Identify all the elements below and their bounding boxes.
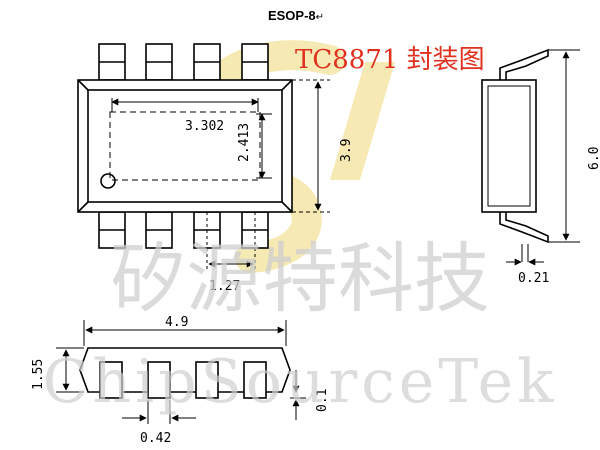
front-pin-4 xyxy=(243,361,267,399)
dim-body-width: 3.302 xyxy=(185,119,224,134)
watermark-english: ChipSourceTek xyxy=(42,347,557,417)
package-body-inner xyxy=(87,89,283,203)
dim-package-height: 1.55 xyxy=(31,359,46,390)
pin1-marker xyxy=(100,173,116,189)
dim-total-width: 6.0 xyxy=(587,147,600,170)
watermark-chinese: 矽源特科技 xyxy=(110,234,490,323)
front-pin-3 xyxy=(195,361,219,399)
side-body xyxy=(481,79,537,213)
front-body xyxy=(79,347,291,393)
dim-pitch: 1.27 xyxy=(209,279,240,294)
dim-pad-height: 2.413 xyxy=(237,123,252,162)
dim-lead-thickness: 0.21 xyxy=(518,271,549,286)
front-view xyxy=(56,320,306,424)
dim-body-height: 3.9 xyxy=(339,139,354,162)
front-pin-1 xyxy=(99,361,123,399)
top-view xyxy=(77,43,330,272)
package-title: ESOP-8↵ xyxy=(268,8,324,23)
dim-length: 4.9 xyxy=(165,315,188,330)
side-view xyxy=(481,48,580,266)
dim-standoff: 0.1 xyxy=(315,389,330,412)
front-pin-2 xyxy=(147,361,171,399)
dim-lead-width: 0.42 xyxy=(140,431,171,446)
part-title: TC8871 封装图 xyxy=(295,45,485,75)
